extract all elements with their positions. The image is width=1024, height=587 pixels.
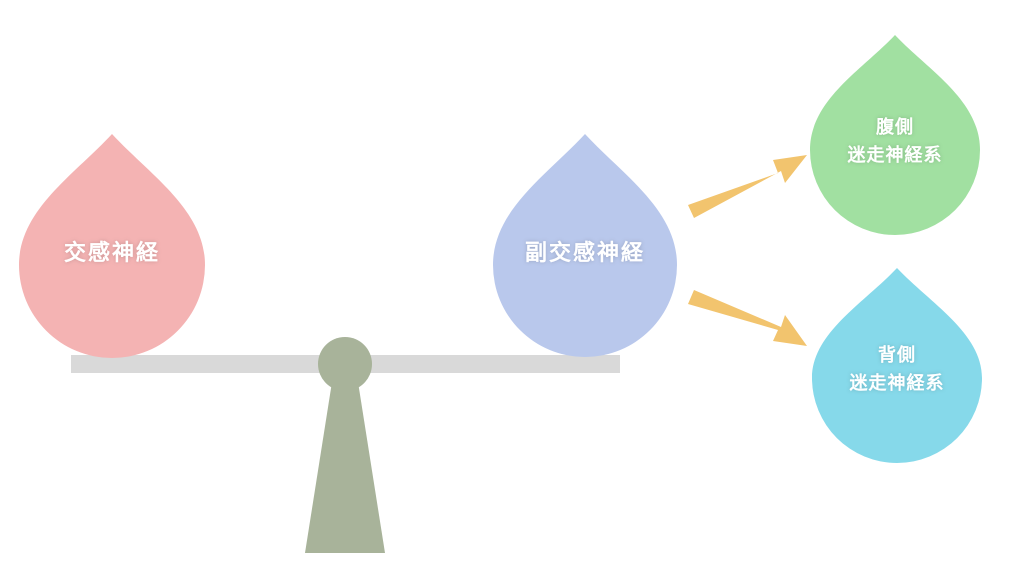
dorsal-vagal-node: 背側 迷走神経系 — [812, 268, 982, 463]
ventral-vagal-drop — [810, 35, 980, 235]
dorsal-vagal-label-line2: 迷走神経系 — [849, 372, 945, 394]
ventral-vagal-label-line2: 迷走神経系 — [847, 144, 943, 166]
dorsal-vagal-drop — [812, 268, 982, 463]
dorsal-vagal-label-line1: 背側 — [878, 344, 916, 366]
parasympathetic-label: 副交感神経 — [525, 240, 645, 266]
sympathetic-node: 交感神経 — [19, 134, 205, 358]
ventral-vagal-node: 腹側 迷走神経系 — [810, 35, 980, 235]
sympathetic-drop — [19, 134, 205, 358]
arrow-to-dorsal-vagal — [688, 290, 807, 346]
parasympathetic-node: 副交感神経 — [493, 134, 677, 357]
fulcrum-base — [305, 382, 385, 553]
sympathetic-label: 交感神経 — [64, 240, 160, 266]
arrow-to-ventral-vagal — [688, 155, 807, 218]
parasympathetic-drop — [493, 134, 677, 357]
fulcrum-pivot — [318, 337, 372, 391]
ventral-vagal-label-line1: 腹側 — [876, 116, 914, 138]
